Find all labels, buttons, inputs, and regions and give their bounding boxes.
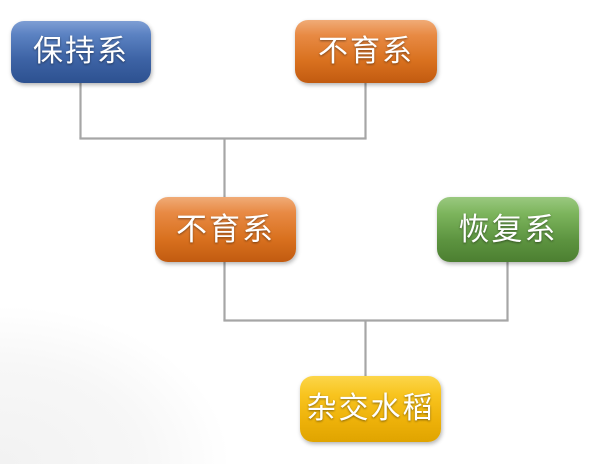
node-hybrid-rice[interactable]: 杂交水稻 xyxy=(300,376,441,442)
node-restorer-line-label: 恢复系 xyxy=(458,212,558,247)
node-maintainer[interactable]: 保持系 xyxy=(11,21,151,83)
node-sterile-line-middle[interactable]: 不育系 xyxy=(155,197,296,262)
node-sterile-line-middle-label: 不育系 xyxy=(176,212,275,247)
node-hybrid-rice-label: 杂交水稻 xyxy=(306,392,435,425)
node-sterile-line-top[interactable]: 不育系 xyxy=(295,20,437,83)
node-sterile-line-top-label: 不育系 xyxy=(318,34,414,68)
node-maintainer-label: 保持系 xyxy=(33,35,129,68)
node-restorer-line[interactable]: 恢复系 xyxy=(437,197,579,262)
